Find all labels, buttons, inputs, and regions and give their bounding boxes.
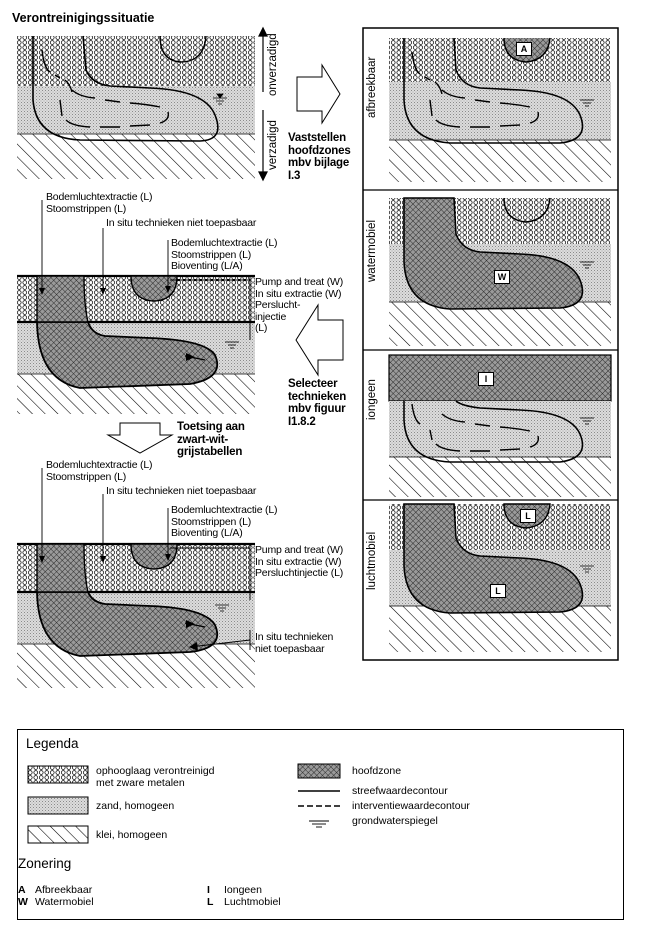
- right-panel-afbreekbaar: [389, 37, 611, 182]
- legend-groundwater: grondwaterspiegel: [352, 815, 438, 827]
- p2-note-not-applicable: In situ technieken niet toepasbaar: [106, 217, 257, 229]
- zone-code-W: W: [18, 896, 28, 908]
- p2-note-saturated: Pump and treat (W)In situ extractie (W)P…: [255, 276, 344, 334]
- p3-note-saturated: Pump and treat (W)In situ extractie (W)P…: [255, 544, 344, 579]
- zoning-heading: Zonering: [18, 856, 72, 871]
- panel-contamination-situation: [17, 35, 255, 179]
- zone-arrows: [258, 26, 268, 182]
- right-label-iongeen: iongeen: [366, 379, 378, 420]
- zoning-frame: [362, 27, 619, 661]
- right-panel-iongeen: [388, 354, 612, 497]
- arrow-left-hollow: [295, 303, 344, 377]
- right-panel-watermobiel: [389, 197, 611, 346]
- right-label-watermobiel: watermobiel: [366, 220, 378, 282]
- legend-clay: klei, homogeen: [96, 829, 168, 841]
- legend-intervention-contour: interventiewaardecontour: [352, 800, 470, 812]
- badge-L-top: L: [520, 509, 536, 523]
- legend-sand: zand, homogeen: [96, 800, 175, 812]
- p2-note-dome: Bodemluchtextractie (L)Stoomstrippen (L)…: [171, 237, 278, 272]
- legend-heading: Legenda: [26, 736, 79, 751]
- p2-note-unsaturated-left: Bodemluchtextractie (L)Stoomstrippen (L): [46, 191, 153, 215]
- badge-I: I: [478, 372, 494, 386]
- arrow-right-hollow: [296, 63, 341, 125]
- badge-W: W: [494, 270, 510, 284]
- zone-code-L: L: [207, 896, 214, 908]
- zone-code-I: I: [207, 884, 210, 896]
- zone-label-unsaturated: onverzadigd: [267, 33, 279, 96]
- p3-note-dome: Bodemluchtextractie (L)Stoomstrippen (L)…: [171, 504, 278, 539]
- panel-technique-selection: [17, 200, 255, 414]
- legend-main-zone: hoofdzone: [352, 765, 402, 777]
- p3-note-unsaturated-left: Bodemluchtextractie (L)Stoomstrippen (L): [46, 459, 153, 483]
- arrow-down-hollow: [106, 422, 174, 454]
- zone-label-saturated: verzadigd: [267, 120, 279, 170]
- legend-box: [17, 729, 624, 920]
- badge-L-bottom: L: [490, 584, 506, 598]
- zone-code-A: A: [18, 884, 26, 896]
- zone-name-I: Iongeen: [224, 884, 262, 896]
- zone-name-A: Afbreekbaar: [35, 884, 93, 896]
- right-panel-luchtmobiel: [389, 503, 611, 652]
- zone-name-W: Watermobiel: [35, 896, 94, 908]
- p3-note-not-applicable: In situ technieken niet toepasbaar: [106, 485, 257, 497]
- page-title: Verontreinigingssituatie: [12, 11, 155, 25]
- panel-table-assessment: [17, 468, 255, 688]
- right-label-luchtmobiel: luchtmobiel: [366, 531, 378, 590]
- legend-target-contour: streefwaardecontour: [352, 785, 448, 797]
- legend-graphics: [27, 763, 341, 844]
- badge-A: A: [516, 42, 532, 56]
- zone-name-L: Luchtmobiel: [224, 896, 281, 908]
- right-label-afbreekbaar: afbreekbaar: [366, 56, 378, 118]
